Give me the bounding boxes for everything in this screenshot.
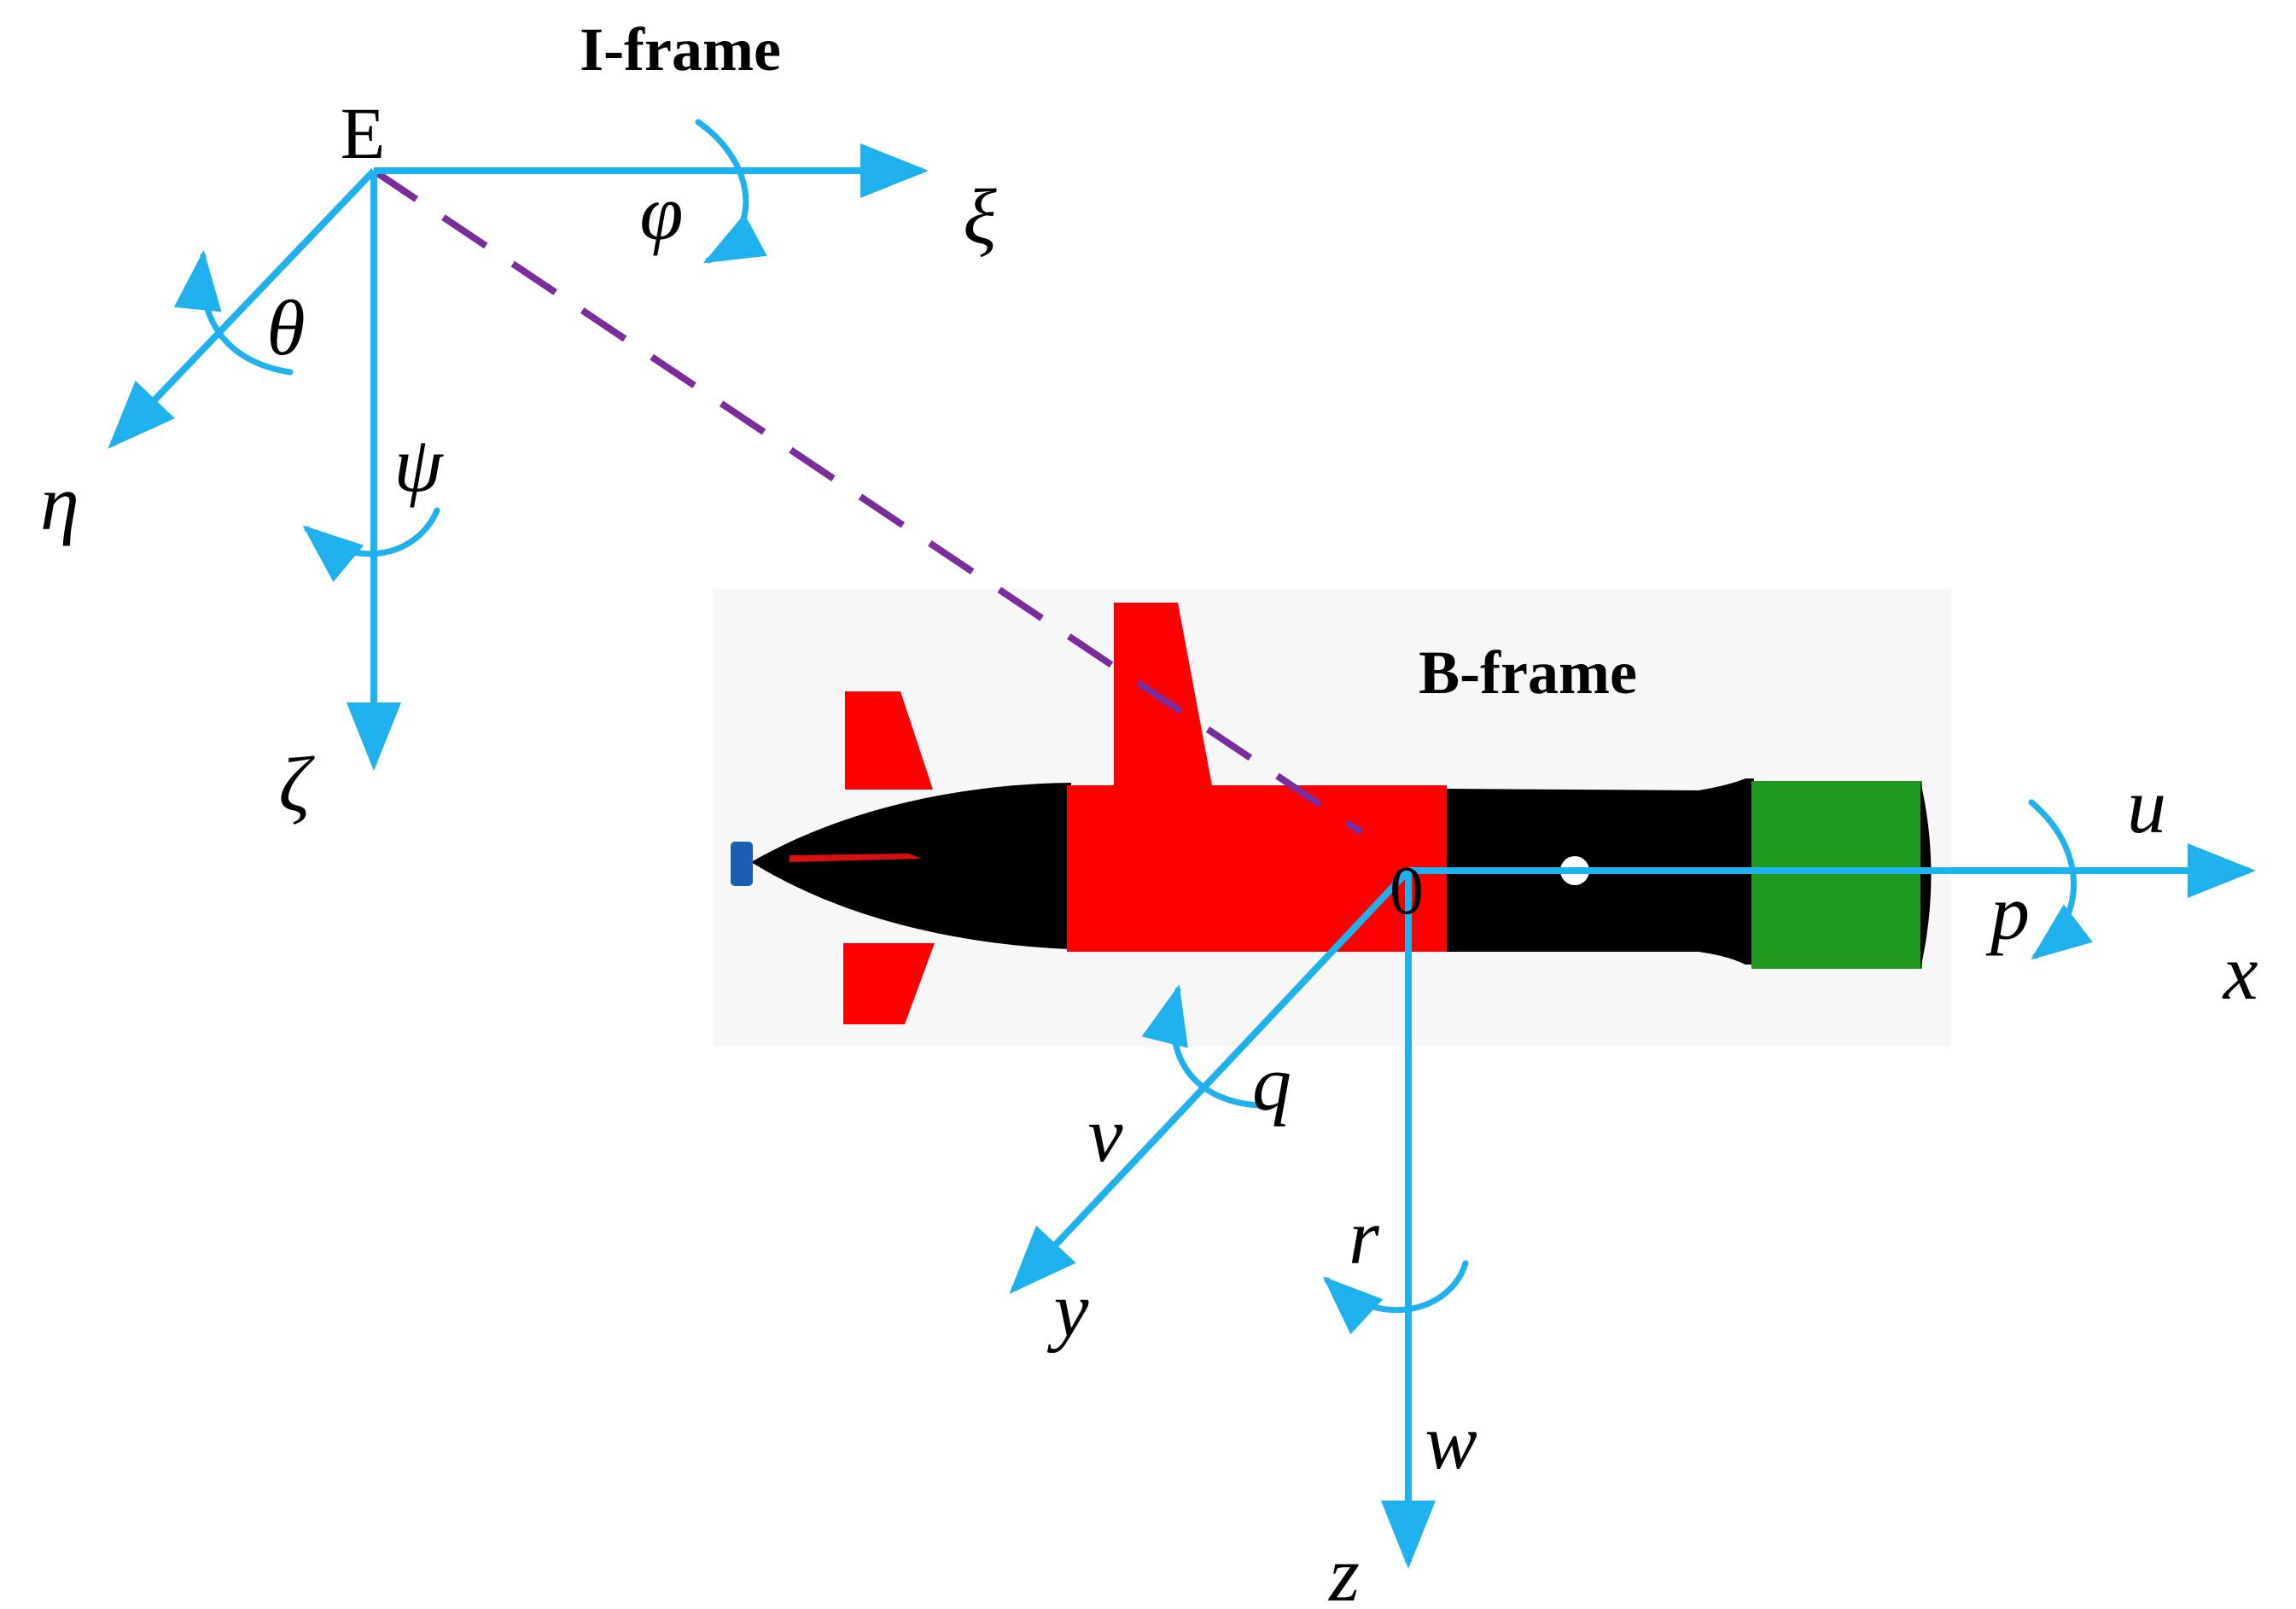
x-label: x <box>2222 929 2258 1016</box>
position-vector-dashed-line <box>371 167 1364 836</box>
upper-rear-fin <box>1114 603 1212 785</box>
xi-label: ξ <box>963 173 997 260</box>
nose-highlight <box>790 854 922 862</box>
r-label: r <box>1349 1193 1380 1280</box>
phi-label: φ <box>640 169 684 256</box>
lower-front-fin <box>843 943 935 1024</box>
sensor-tip <box>731 842 753 886</box>
vehicle-illustration <box>714 589 1951 1046</box>
body-frame-title: B-frame <box>1419 638 1637 707</box>
psi-label: ψ <box>393 421 444 508</box>
u-label: u <box>2127 762 2166 849</box>
eta-axis <box>108 168 376 449</box>
phi-rotation-arrow <box>695 119 767 264</box>
theta-label: θ <box>266 284 305 371</box>
inertial-origin-label: E <box>341 92 386 174</box>
y-axis <box>1009 868 1411 1294</box>
r-rotation-arrow <box>1322 1260 1469 1335</box>
p-label: p <box>1985 869 2030 956</box>
red-midsection <box>1067 785 1447 952</box>
q-rotation-arrow <box>1141 984 1262 1109</box>
body-frame <box>1009 799 2256 1569</box>
inertial-frame-title: I-frame <box>580 15 781 84</box>
z-label: z <box>1327 1530 1360 1609</box>
zeta-label: ζ <box>278 741 315 828</box>
psi-rotation-arrow <box>302 507 440 582</box>
inertial-frame <box>108 119 929 771</box>
tail-cap <box>1920 781 1932 969</box>
w-label: w <box>1425 1398 1477 1485</box>
vehicle-nose-cone <box>751 783 1071 949</box>
eta-label: η <box>40 459 79 546</box>
upper-front-fin <box>845 691 933 790</box>
p-rotation-arrow <box>2028 799 2093 960</box>
theta-rotation-arrow <box>173 250 294 376</box>
body-origin-label: 0 <box>1390 854 1424 929</box>
q-label: q <box>1252 1040 1291 1127</box>
y-label: y <box>1047 1266 1089 1353</box>
v-label: v <box>1088 1091 1123 1178</box>
green-tail-section <box>1751 781 1922 969</box>
